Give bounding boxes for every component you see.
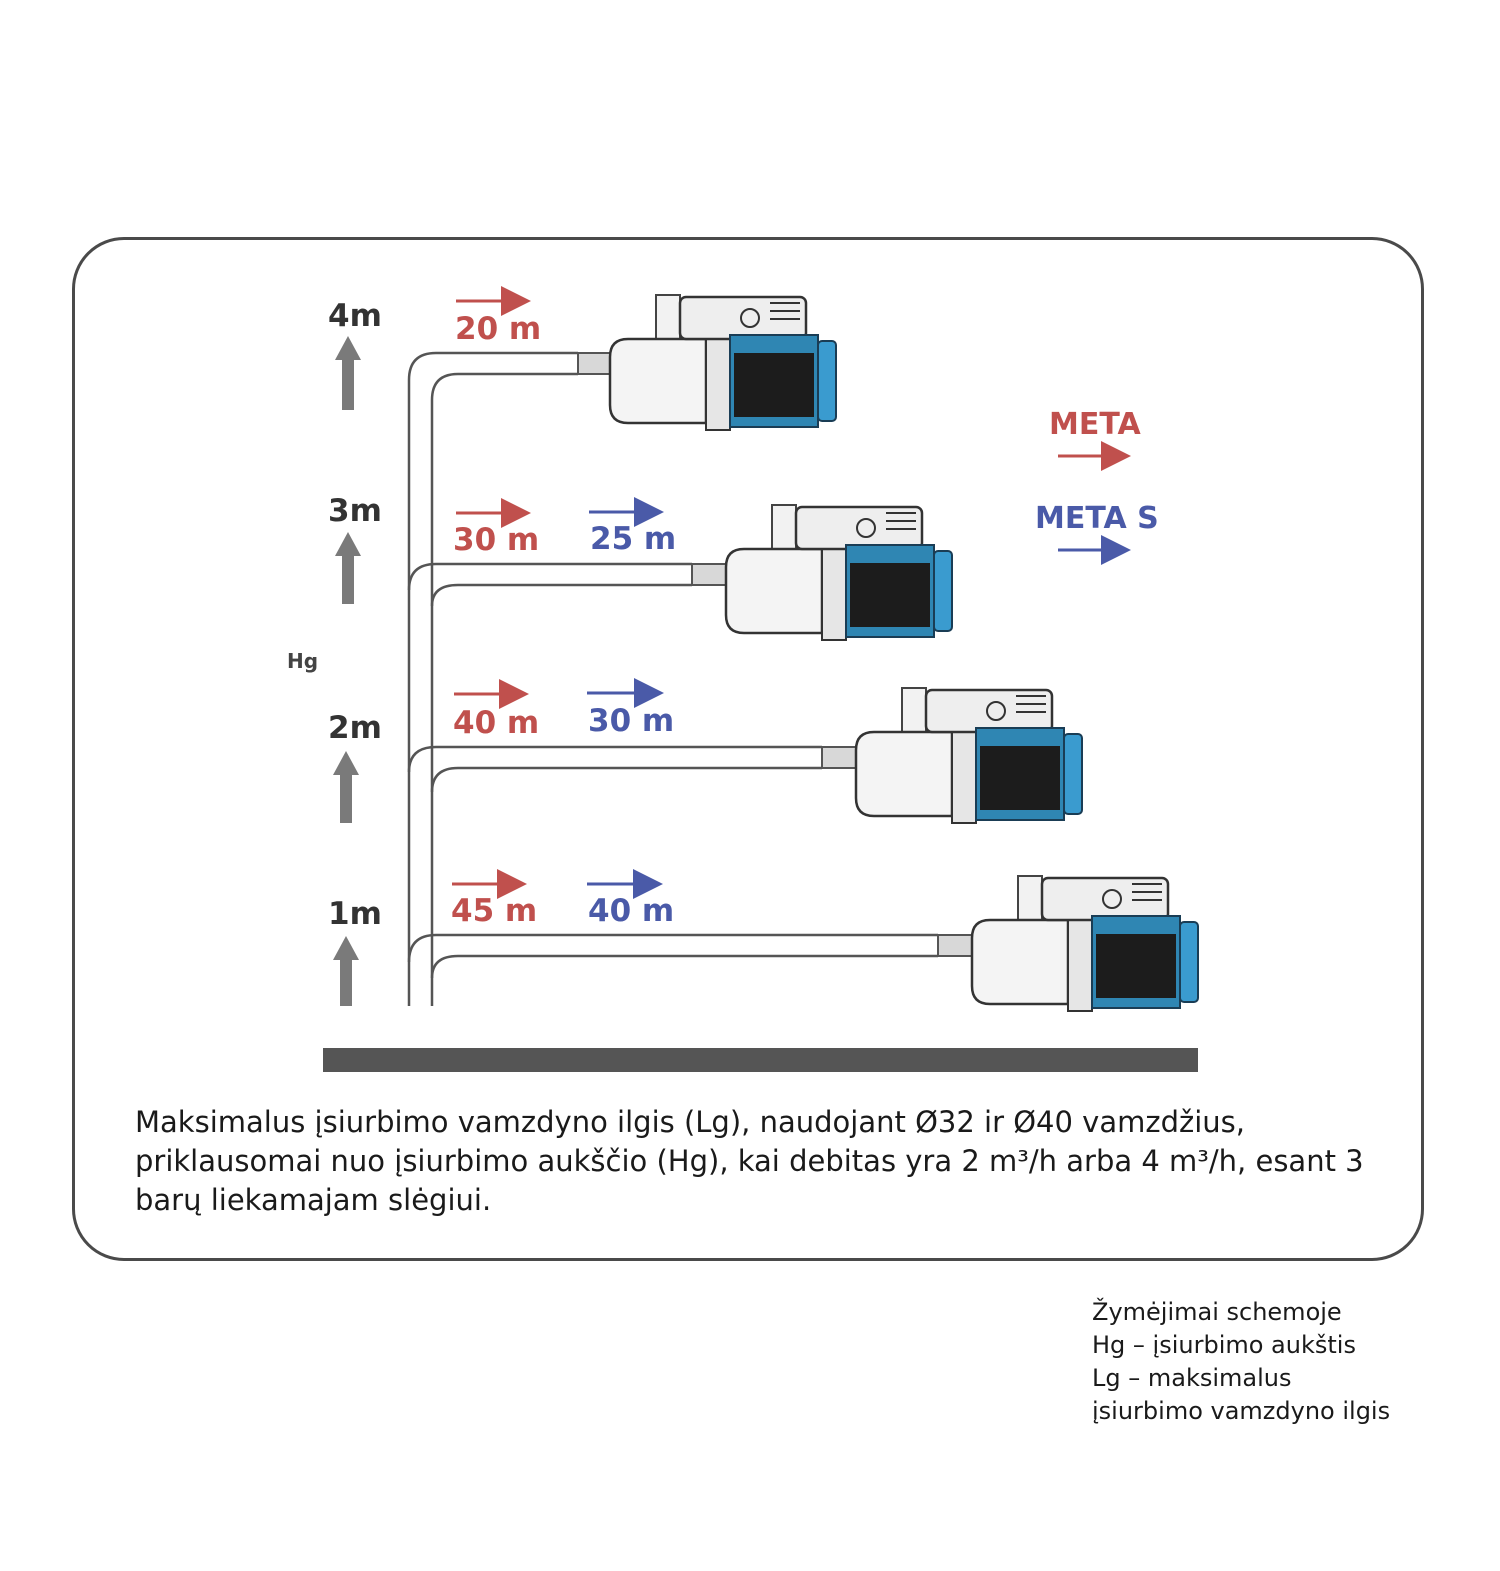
meta-length-level-2: 40 m [453, 679, 539, 741]
height-level-1: 1m [328, 896, 382, 1006]
meta-length-level-1: 45 m [451, 869, 537, 929]
suction-pipe-level-1 [407, 933, 973, 979]
height-level-2: 2m [328, 710, 382, 823]
meta-s-length-label: 25 m [590, 521, 676, 557]
pump-icon [724, 504, 953, 641]
meta-s-length-level-3: 25 m [589, 497, 676, 557]
meta-s-length-level-2: 30 m [587, 678, 674, 739]
hg-label: Hg [287, 649, 318, 673]
meta-length-label: 45 m [451, 893, 537, 929]
ground-bar [323, 1048, 1198, 1072]
up-arrow-icon [335, 336, 361, 410]
suction-pipe-level-2 [407, 745, 857, 793]
meta-length-label: 20 m [455, 311, 541, 347]
meta-length-level-3: 30 m [453, 498, 539, 558]
height-level-4: 4m [328, 298, 382, 410]
height-level-3: 3m [328, 493, 382, 604]
suction-pipe-level-3 [407, 562, 727, 607]
height-label: 1m [328, 896, 382, 932]
up-arrow-icon [333, 936, 359, 1006]
meta-length-label: 30 m [453, 522, 539, 558]
notes-lg-line1: Lg – maksimalus [1092, 1364, 1292, 1392]
meta-length-label: 40 m [453, 705, 539, 741]
meta-s-length-label: 40 m [588, 893, 674, 929]
legend-meta: META [1049, 407, 1141, 471]
pump-icon [970, 875, 1199, 1012]
height-label: 2m [328, 710, 382, 746]
legend-meta-s: META S [1035, 501, 1159, 565]
meta-s-length-label: 30 m [588, 703, 674, 739]
height-label: 3m [328, 493, 382, 529]
pump-icon [854, 687, 1083, 824]
suction-pipe-vertical [407, 380, 434, 1006]
notes-title: Žymėjimai schemoje [1092, 1298, 1342, 1326]
notes-hg: Hg – įsiurbimo aukštis [1092, 1331, 1356, 1359]
suction-pipe-level-4 [407, 351, 611, 401]
notation-notes: Žymėjimai schemoje Hg – įsiurbimo aukšti… [1092, 1296, 1492, 1428]
height-label: 4m [328, 298, 382, 334]
legend-meta-label: META [1049, 407, 1141, 442]
up-arrow-icon [333, 751, 359, 823]
notes-lg-line2: įsiurbimo vamzdyno ilgis [1092, 1397, 1391, 1425]
diagram-frame [72, 237, 1424, 1261]
legend-meta-s-label: META S [1035, 501, 1159, 536]
pump-icon [608, 294, 837, 431]
up-arrow-icon [335, 532, 361, 604]
meta-length-level-4: 20 m [455, 286, 541, 347]
diagram-caption: Maksimalus įsiurbimo vamzdyno ilgis (Lg)… [135, 1105, 1364, 1217]
meta-s-length-level-1: 40 m [587, 869, 674, 929]
